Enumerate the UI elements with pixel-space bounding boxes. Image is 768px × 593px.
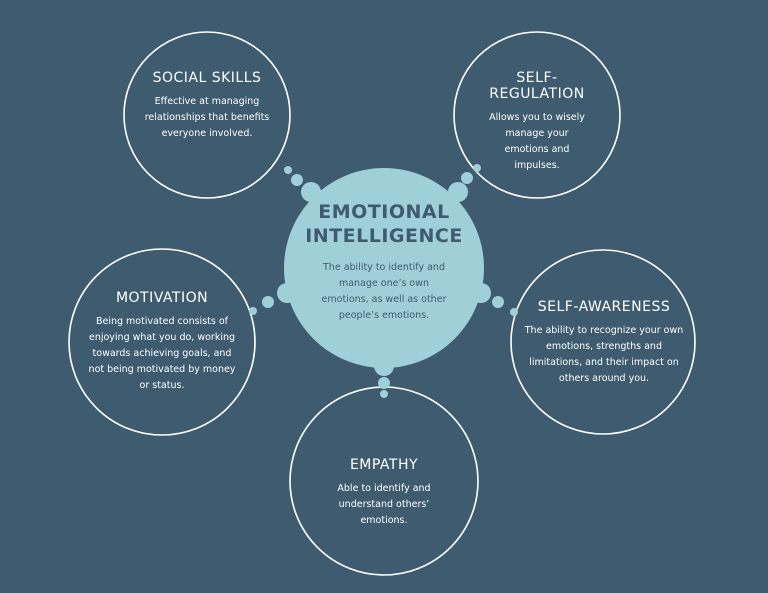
node-title: EMPATHY (349, 457, 419, 473)
center-description: The ability to identify and manage one’s… (321, 262, 447, 321)
motivation-circle (68, 248, 256, 436)
node-description: Able to identify and understand others’ … (337, 483, 431, 526)
node-description: The ability to recognize your own emotio… (524, 325, 684, 384)
node-social-skills: SOCIAL SKILLS Effective at managing rela… (140, 70, 274, 142)
node-description: Effective at managing relationships that… (144, 96, 270, 139)
self-awareness-circle (510, 249, 696, 435)
node-title: MOTIVATION (115, 290, 209, 306)
social-skills-circle (123, 31, 291, 199)
node-description: Being motivated consists of enjoying wha… (88, 316, 236, 391)
center-title-line1: EMOTIONAL (318, 201, 450, 223)
node-self-awareness: SELF-AWARENESS The ability to recognize … (524, 299, 684, 387)
node-title: SELF-AWARENESS (537, 299, 671, 315)
node-title: SELF-REGULATION (489, 70, 585, 102)
node-title: SOCIAL SKILLS (152, 70, 262, 86)
center-circle (284, 168, 484, 368)
center-title-line2: INTELLIGENCE (305, 225, 463, 247)
node-description: Allows you to wisely manage your emotion… (489, 112, 585, 171)
node-self-regulation: SELF-REGULATION Allows you to wisely man… (475, 70, 599, 174)
node-motivation: MOTIVATION Being motivated consists of e… (88, 290, 236, 394)
self-regulation-circle (453, 31, 621, 199)
node-empathy: EMPATHY Able to identify and understand … (304, 457, 464, 529)
